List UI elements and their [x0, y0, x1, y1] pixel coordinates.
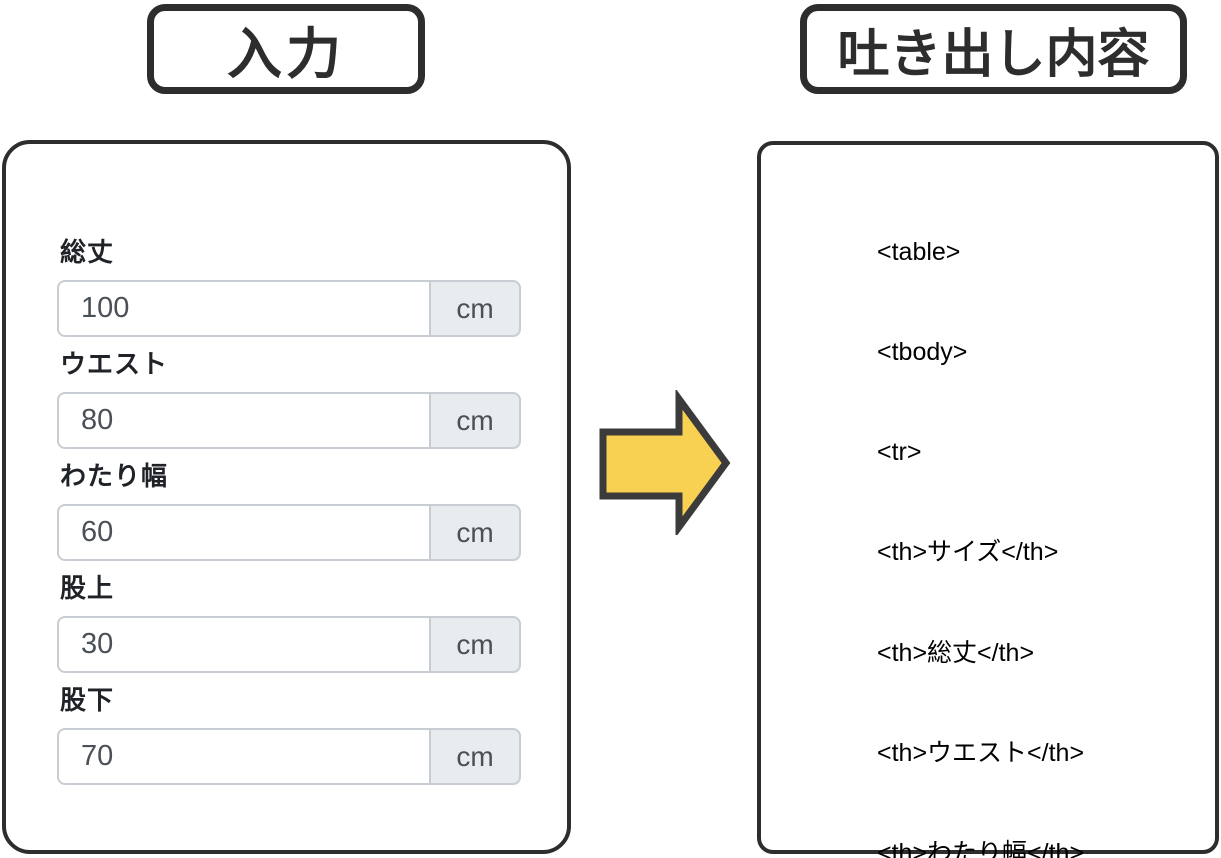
unit-addon: cm — [429, 392, 521, 449]
field-inseam: 股下 cm — [57, 680, 521, 785]
measurement-input[interactable] — [57, 728, 431, 785]
input-title: 入力 — [147, 4, 425, 94]
unit-addon: cm — [429, 280, 521, 337]
field-label: 総丈 — [60, 237, 115, 267]
right-arrow-icon — [595, 388, 735, 538]
code-line: <th>サイズ</th> — [877, 538, 1059, 567]
field-label: わたり幅 — [60, 461, 169, 491]
measurement-input[interactable] — [57, 392, 431, 449]
input-title-label: 入力 — [226, 23, 345, 85]
input-group: cm — [57, 280, 521, 337]
code-line: <th>ウエスト</th> — [877, 738, 1085, 767]
unit-addon: cm — [429, 616, 521, 673]
output-code-block: <table> <tbody> <tr> <th>サイズ</th> <th>総丈… — [877, 169, 1084, 858]
unit-addon: cm — [429, 728, 521, 785]
field-label: ウエスト — [60, 349, 169, 379]
right-arrow-svg — [599, 388, 731, 538]
output-title-label: 吐き出し内容 — [837, 25, 1150, 84]
output-panel: <table> <tbody> <tr> <th>サイズ</th> <th>総丈… — [757, 141, 1219, 858]
code-line: <th>総丈</th> — [877, 638, 1035, 667]
field-label: 股下 — [60, 685, 115, 715]
input-group: cm — [57, 504, 521, 561]
field-rise: 股上 cm — [57, 568, 521, 673]
input-group: cm — [57, 392, 521, 449]
measurement-input[interactable] — [57, 504, 431, 561]
field-label: 股上 — [60, 573, 115, 603]
input-group: cm — [57, 728, 521, 785]
measurement-input[interactable] — [57, 280, 431, 337]
code-line: <table> — [877, 237, 961, 266]
input-panel: 総丈 cm ウエスト cm わたり幅 cm 股上 cm — [2, 140, 571, 854]
code-line: <tbody> — [877, 338, 968, 367]
output-title: 吐き出し内容 — [800, 4, 1187, 94]
field-sodake: 総丈 cm — [57, 232, 521, 337]
code-line: <th>わたり幅</th> — [877, 839, 1085, 858]
field-watari: わたり幅 cm — [57, 456, 521, 561]
code-line: <tr> — [877, 438, 922, 467]
input-group: cm — [57, 616, 521, 673]
unit-addon: cm — [429, 504, 521, 561]
measurement-input[interactable] — [57, 616, 431, 673]
field-waist: ウエスト cm — [57, 344, 521, 449]
